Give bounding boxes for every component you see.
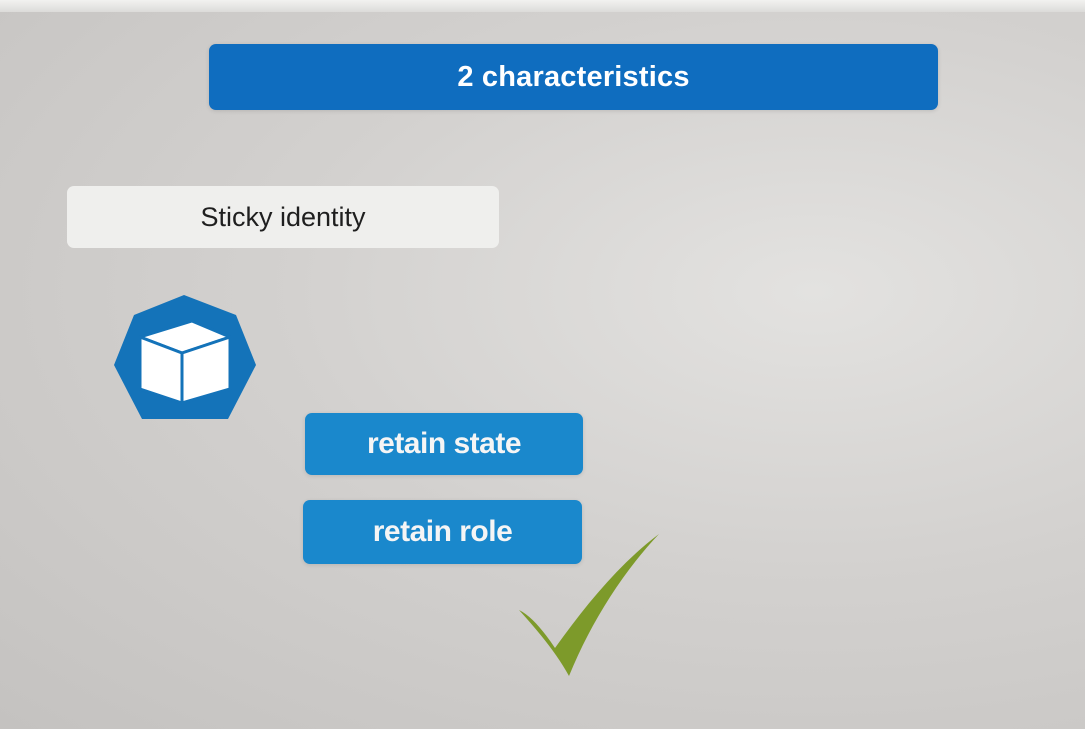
retain-state-pill: retain state <box>305 413 583 475</box>
retain-role-pill: retain role <box>303 500 582 564</box>
checkmark-icon <box>519 534 659 676</box>
cube-icon <box>114 295 256 419</box>
header-title: 2 characteristics <box>209 44 938 110</box>
sticky-identity-label: Sticky identity <box>67 186 499 248</box>
top-edge <box>0 0 1085 12</box>
